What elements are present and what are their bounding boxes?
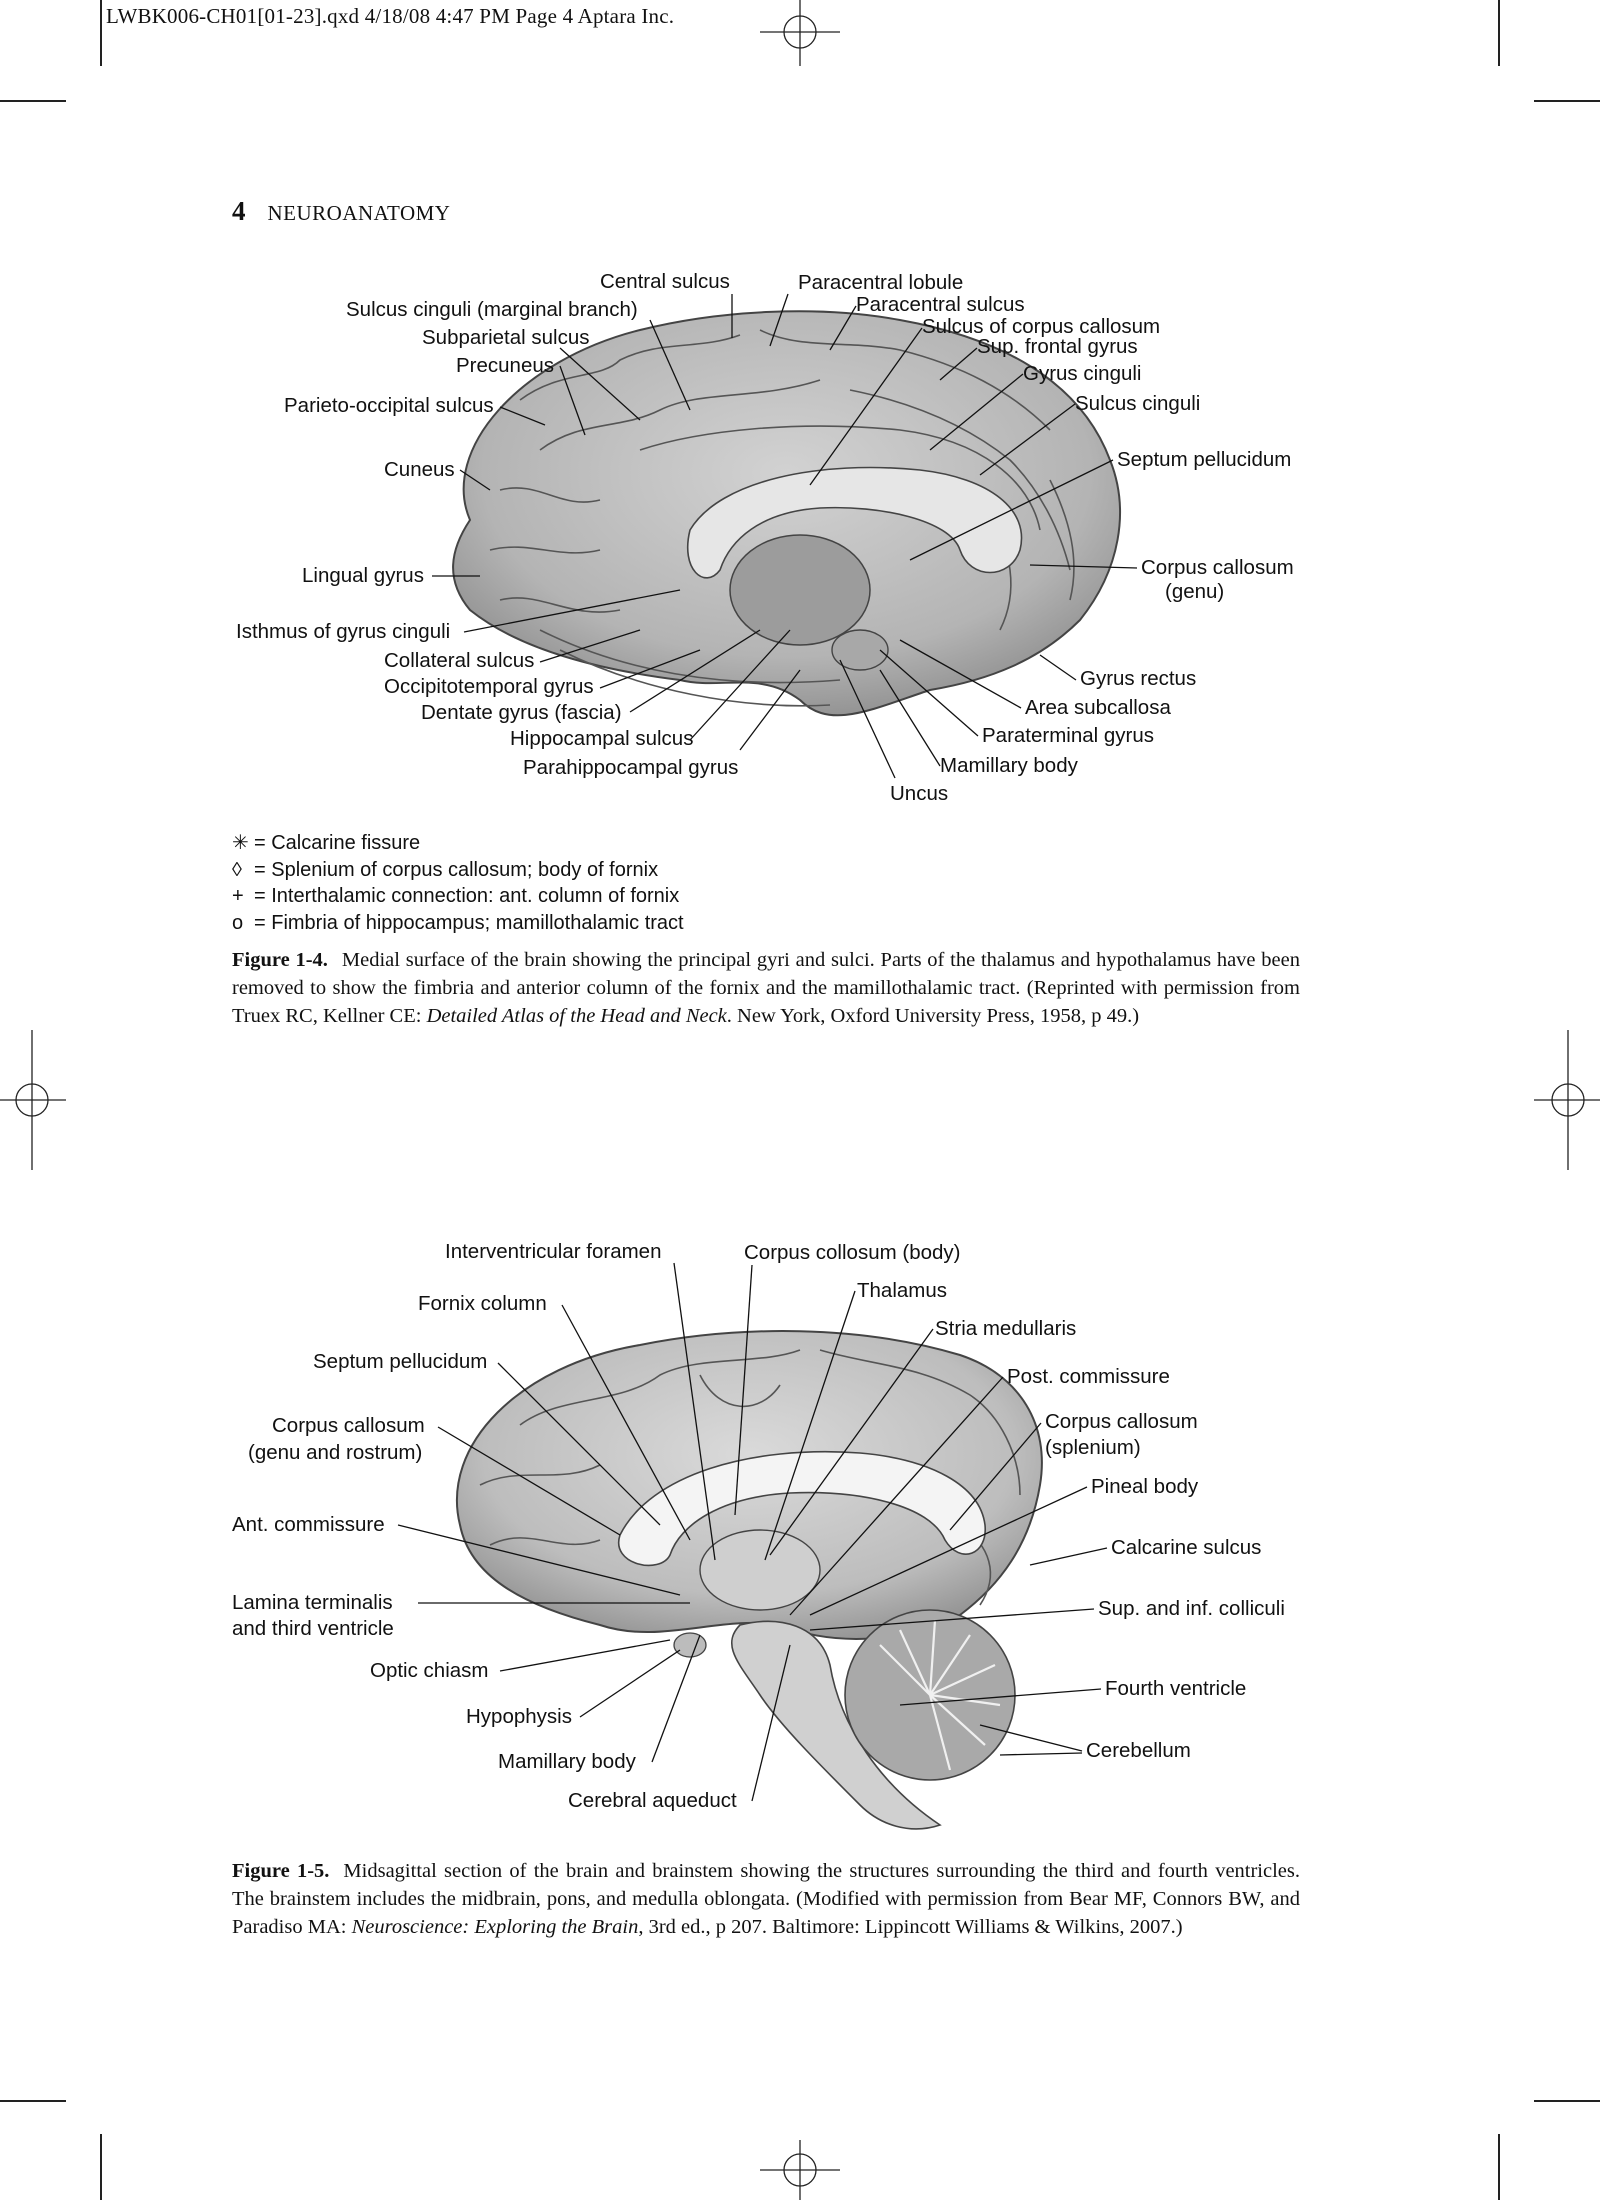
label-lingual-gyrus: Lingual gyrus	[302, 564, 424, 587]
thalamus-section	[699, 1529, 821, 1611]
crop-mark-bottom-left-v	[100, 2134, 102, 2200]
diamond-icon: ◊	[232, 858, 242, 881]
crop-mark-bottom-left-h	[0, 2100, 66, 2102]
label-cerebral-aqueduct: Cerebral aqueduct	[568, 1789, 737, 1812]
label-paracentral-sulcus: Paracentral sulcus	[856, 293, 1025, 316]
label-parahippocampal-gyrus: Parahippocampal gyrus	[523, 756, 738, 779]
corpus-callosum-shape	[687, 466, 1023, 579]
registration-mark-right	[1534, 1030, 1600, 1170]
label-precuneus: Precuneus	[456, 354, 554, 377]
figure-1-4-legend: ✳= Calcarine fissure ◊= Splenium of corp…	[232, 830, 684, 936]
label-paraterminal-gyrus: Paraterminal gyrus	[982, 724, 1154, 747]
label-corpus-callosum-genu-2: (genu and rostrum)	[248, 1441, 422, 1464]
label-cuneus: Cuneus	[384, 458, 455, 481]
label-lamina-terminalis-1: Lamina terminalis	[232, 1591, 393, 1614]
figure-1-4-caption: Figure 1-4.Medial surface of the brain s…	[232, 949, 1300, 1027]
crop-mark-top-left-h	[0, 100, 66, 102]
section-title: NEUROANATOMY	[267, 201, 451, 225]
label-lamina-terminalis-2: and third ventricle	[232, 1617, 394, 1640]
thalamus-region	[729, 534, 871, 646]
circle-icon: o	[232, 911, 244, 934]
label-fourth-ventricle: Fourth ventricle	[1105, 1677, 1246, 1700]
label-occipitotemporal-gyrus: Occipitotemporal gyrus	[384, 675, 594, 698]
gyri-lines	[489, 329, 1075, 631]
page-number: 4	[232, 196, 246, 226]
label-mamillary-body-2: Mamillary body	[498, 1750, 637, 1773]
label-central-sulcus: Central sulcus	[600, 270, 730, 293]
label-collateral-sulcus: Collateral sulcus	[384, 649, 534, 672]
label-paracentral-lobule: Paracentral lobule	[798, 271, 963, 294]
registration-mark-bottom	[760, 2140, 840, 2200]
label-hypophysis: Hypophysis	[466, 1705, 572, 1728]
caption-label: Figure 1-4.	[232, 949, 328, 971]
asterisk-icon: ✳	[232, 832, 249, 854]
crop-mark-top-right-h	[1534, 100, 1600, 102]
figure-1-5-leader-lines	[397, 1262, 1108, 1802]
label-sulcus-corpus-callosum: Sulcus of corpus callosum	[922, 315, 1160, 338]
legend-row-calcarine: ✳= Calcarine fissure	[232, 830, 684, 857]
label-cerebellum: Cerebellum	[1086, 1739, 1191, 1762]
plus-icon: +	[232, 885, 244, 907]
label-gyrus-rectus: Gyrus rectus	[1080, 667, 1196, 690]
figure-1-4-medial-surface: Central sulcus Paracentral lobule Sulcus…	[236, 270, 1294, 805]
label-sup-frontal-gyrus: Sup. frontal gyrus	[977, 335, 1138, 358]
label-corpus-callosum-genu: (genu)	[1165, 580, 1224, 603]
label-sulcus-cinguli-marginal: Sulcus cinguli (marginal branch)	[346, 298, 638, 321]
legend-row-interthalamic: += Interthalamic connection: ant. column…	[232, 883, 684, 910]
label-sulcus-cinguli: Sulcus cinguli	[1075, 392, 1200, 415]
label-corpus-callosum: Corpus callosum	[1141, 556, 1294, 579]
print-slug: LWBK006-CH01[01-23].qxd 4/18/08 4:47 PM …	[106, 4, 675, 28]
label-stria-medullaris: Stria medullaris	[935, 1317, 1076, 1340]
label-colliculi: Sup. and inf. colliculi	[1098, 1597, 1285, 1620]
running-head: 4 NEUROANATOMY	[232, 196, 450, 227]
figure-1-5-midsagittal-section: Interventricular foramen Corpus collosum…	[232, 1240, 1285, 1830]
crop-mark-top-left-v	[100, 0, 102, 66]
label-area-subcallosa: Area subcallosa	[1025, 696, 1171, 719]
registration-mark-left	[0, 1030, 66, 1170]
crop-mark-top-right-v	[1498, 0, 1500, 66]
label-corpus-callosum-splenium-2: (splenium)	[1045, 1436, 1141, 1459]
label-hippocampal-sulcus: Hippocampal sulcus	[510, 727, 693, 750]
crop-mark-bottom-right-h	[1534, 2100, 1600, 2102]
label-mamillary-body: Mamillary body	[940, 754, 1079, 777]
label-interventricular-foramen: Interventricular foramen	[445, 1240, 661, 1263]
label-optic-chiasm: Optic chiasm	[370, 1659, 488, 1682]
label-septum-pellucidum-2: Septum pellucidum	[313, 1350, 487, 1373]
figure-1-4-leader-lines	[432, 293, 1138, 779]
label-corpus-collosum-body: Corpus collosum (body)	[744, 1241, 960, 1264]
legend-row-fimbria: o= Fimbria of hippocampus; mamillothalam…	[232, 910, 684, 937]
label-subparietal-sulcus: Subparietal sulcus	[422, 326, 590, 349]
label-corpus-callosum-genu-1: Corpus callosum	[272, 1414, 425, 1437]
label-septum-pellucidum: Septum pellucidum	[1117, 448, 1291, 471]
label-uncus: Uncus	[890, 782, 948, 805]
label-calcarine-sulcus: Calcarine sulcus	[1111, 1536, 1261, 1559]
brainstem-section	[730, 1620, 942, 1830]
label-dentate-gyrus: Dentate gyrus (fascia)	[421, 701, 622, 724]
crop-mark-bottom-right-v	[1498, 2134, 1500, 2200]
corpus-callosum-arch	[617, 1450, 986, 1567]
label-gyrus-cinguli: Gyrus cinguli	[1023, 362, 1142, 385]
label-ant-commissure: Ant. commissure	[232, 1513, 385, 1536]
label-corpus-callosum-splenium-1: Corpus callosum	[1045, 1410, 1198, 1433]
label-fornix-column: Fornix column	[418, 1292, 547, 1315]
legend-row-splenium: ◊= Splenium of corpus callosum; body of …	[232, 857, 684, 884]
label-post-commissure: Post. commissure	[1007, 1365, 1170, 1388]
caption-label-2: Figure 1-5.	[232, 1860, 330, 1882]
label-isthmus-gyrus-cinguli: Isthmus of gyrus cinguli	[236, 620, 450, 643]
arbor-vitae	[879, 1619, 1001, 1771]
registration-mark-top	[760, 0, 840, 66]
label-thalamus: Thalamus	[857, 1279, 947, 1302]
figure-1-5-caption: Figure 1-5.Midsagittal section of the br…	[232, 1860, 1301, 1938]
label-pineal-body: Pineal body	[1091, 1475, 1199, 1498]
label-parieto-occipital-sulcus: Parieto-occipital sulcus	[284, 394, 494, 417]
